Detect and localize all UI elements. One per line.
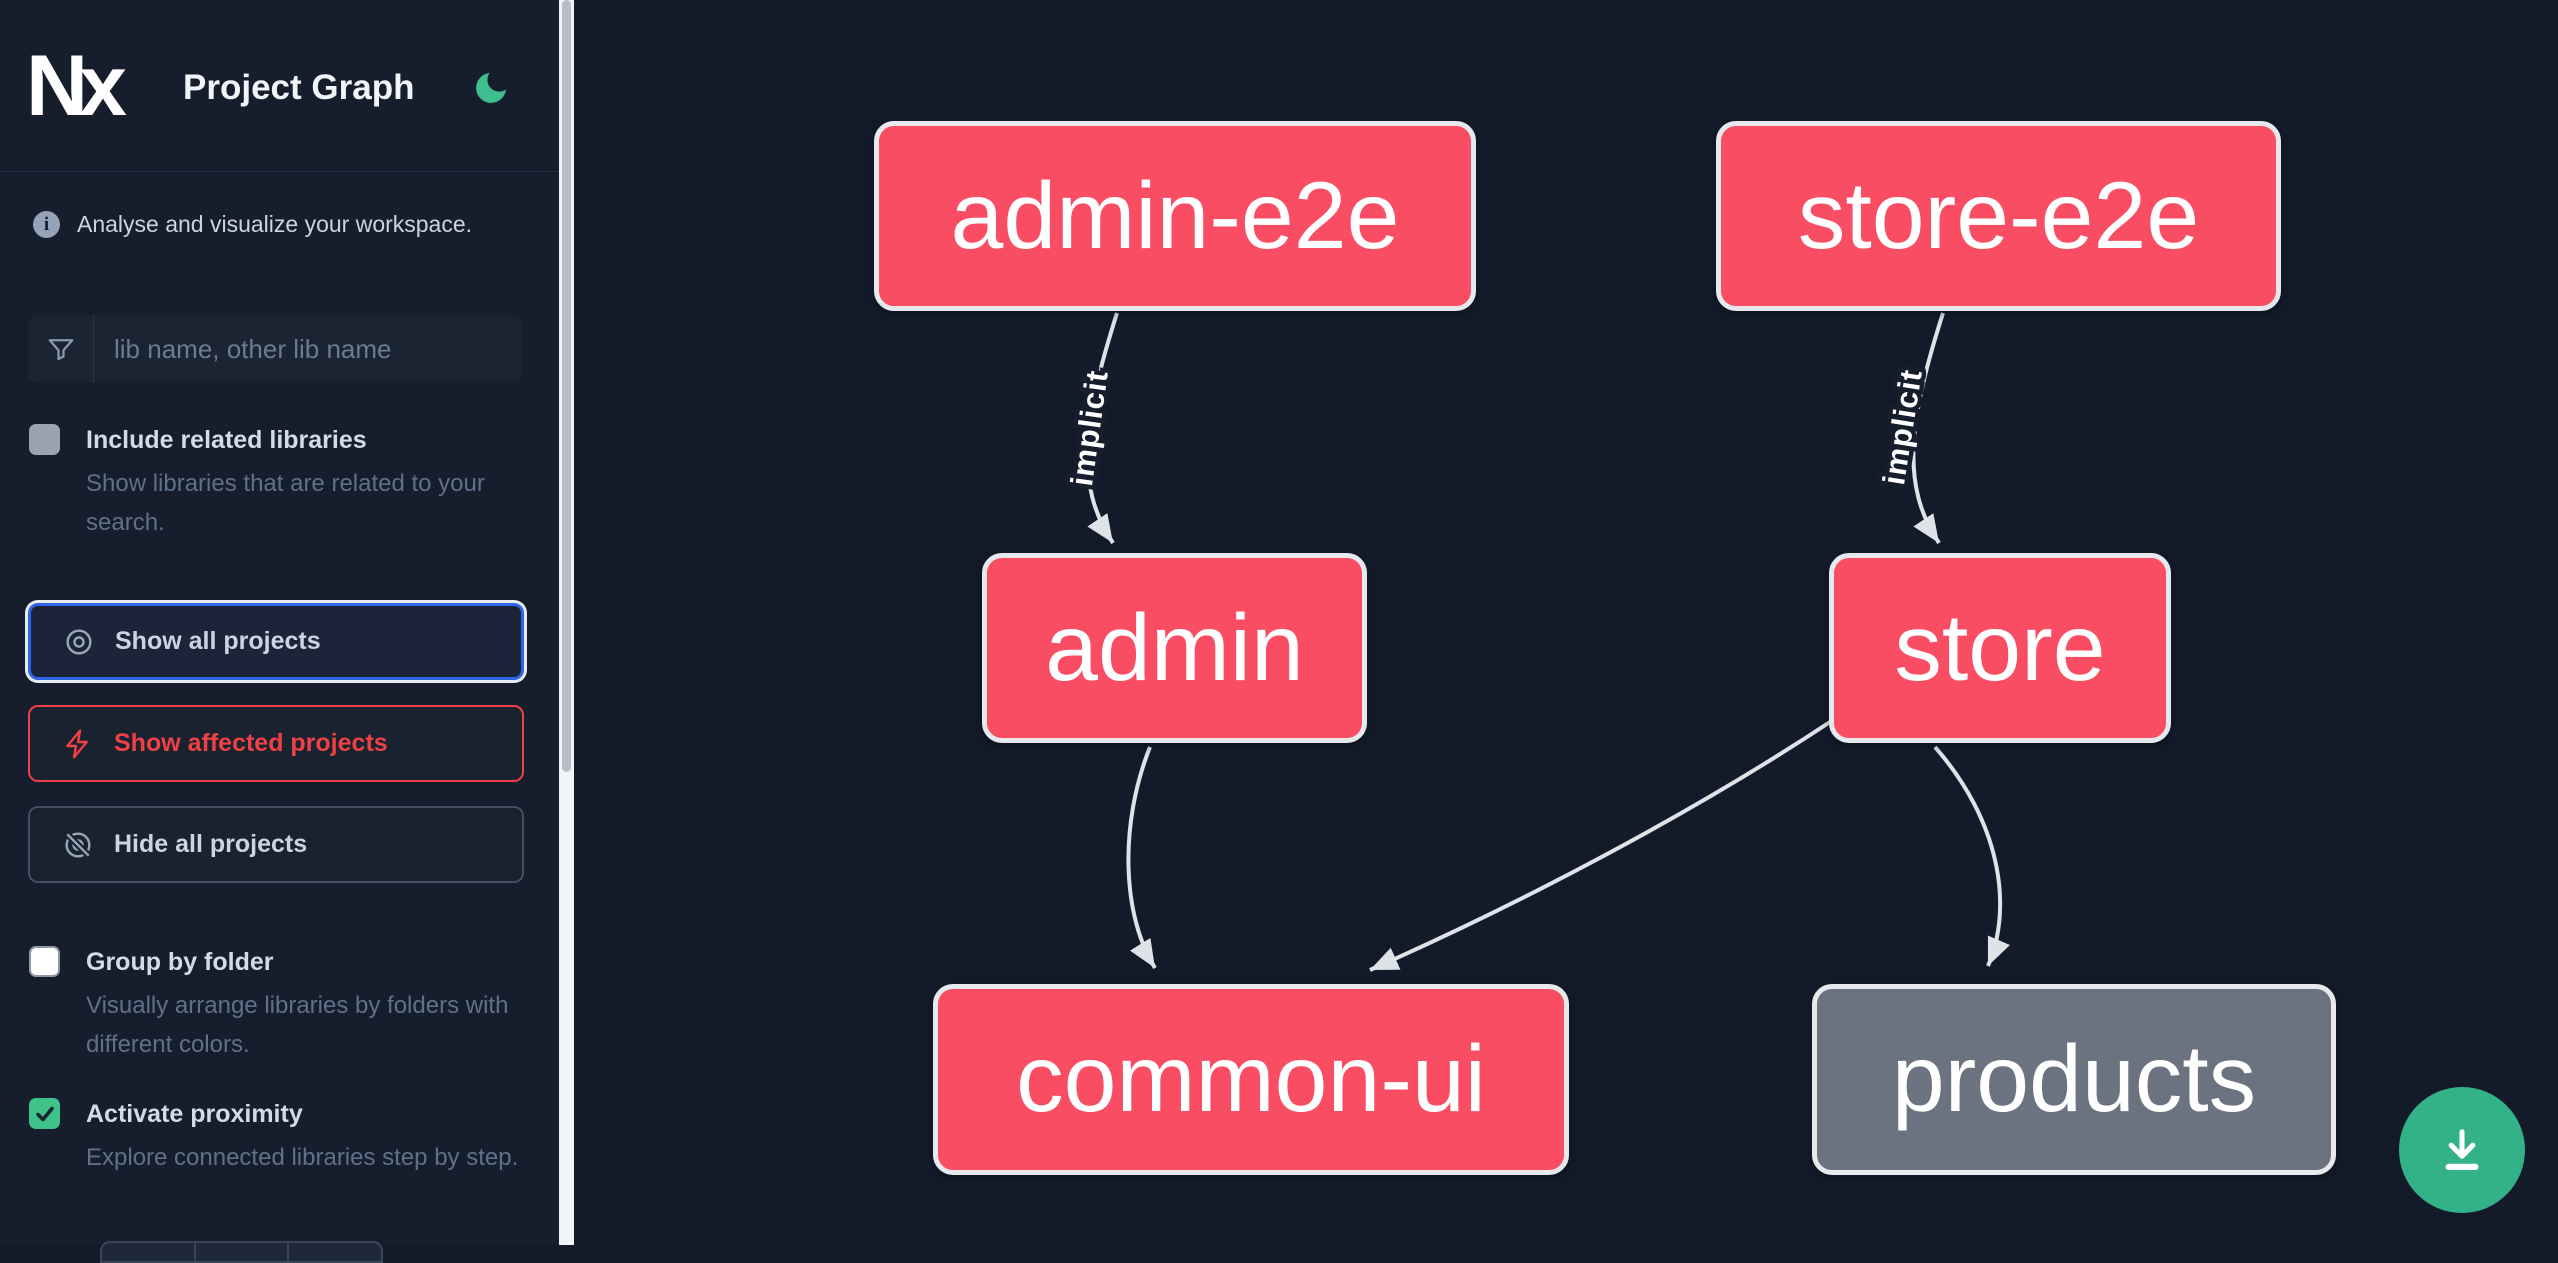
edge-store-e2e-to-store <box>1911 312 1945 545</box>
include-related-label: Include related libraries <box>86 426 367 454</box>
activate-proximity-row: Activate proximity Explore connected lib… <box>29 1098 529 1248</box>
stepper-decrement[interactable] <box>102 1243 196 1261</box>
show-affected-projects-label: Show affected projects <box>114 729 388 757</box>
group-by-folder-description: Visually arrange libraries by folders wi… <box>86 992 509 1058</box>
show-affected-projects-button[interactable]: Show affected projects <box>28 705 524 782</box>
sidebar-scrollbar-thumb[interactable] <box>562 0 571 772</box>
node-products-label: products <box>1891 1026 2257 1132</box>
download-icon <box>2445 1129 2479 1171</box>
show-all-projects-button[interactable]: Show all projects <box>28 603 524 680</box>
node-admin-e2e-label: admin-e2e <box>950 162 1400 269</box>
dependency-edges: implicit implicit <box>1060 312 2011 972</box>
info-icon: i <box>33 211 60 238</box>
group-by-folder-row: Group by folder Visually arrange librari… <box>29 946 529 1076</box>
sidebar: Nx Project Graph i Analyse and visualize… <box>0 0 559 1263</box>
group-by-folder-checkbox[interactable] <box>29 946 60 977</box>
stepper-increment[interactable] <box>289 1243 381 1261</box>
group-by-folder-label: Group by folder <box>86 948 274 976</box>
tagline-row: i Analyse and visualize your workspace. <box>33 211 472 238</box>
bolt-icon <box>66 728 88 759</box>
search-box <box>28 315 522 383</box>
download-image-button[interactable] <box>2399 1087 2525 1213</box>
sidebar-scrollbar[interactable] <box>559 0 574 1245</box>
node-store[interactable]: store <box>1829 553 2171 743</box>
edge-label-implicit-2: implicit <box>1876 367 1929 488</box>
page-title: Project Graph <box>183 68 415 107</box>
edge-label-implicit-1: implicit <box>1064 368 1115 488</box>
node-store-e2e[interactable]: store-e2e <box>1716 121 2281 311</box>
hide-all-projects-label: Hide all projects <box>114 830 308 858</box>
show-all-projects-label: Show all projects <box>115 627 321 655</box>
hide-all-projects-button[interactable]: Hide all projects <box>28 806 524 883</box>
node-common-ui-label: common-ui <box>1016 1026 1486 1132</box>
filter-icon <box>28 315 94 383</box>
edge-store-to-common-ui <box>1369 720 1832 972</box>
include-related-description: Show libraries that are related to your … <box>86 470 485 536</box>
edge-admin-to-common-ui <box>1126 746 1157 970</box>
edge-store-to-products <box>1933 745 2011 967</box>
include-related-row: Include related libraries Show libraries… <box>29 424 529 544</box>
node-products[interactable]: products <box>1812 984 2336 1175</box>
activate-proximity-description: Explore connected libraries step by step… <box>86 1144 519 1171</box>
graph-canvas[interactable]: implicit implicit admin-e2e store-e2e ad… <box>574 0 2558 1245</box>
node-store-label: store <box>1894 594 2106 701</box>
activate-proximity-label: Activate proximity <box>86 1100 303 1128</box>
node-admin-label: admin <box>1045 594 1304 701</box>
tagline-text: Analyse and visualize your workspace. <box>77 211 473 237</box>
node-admin[interactable]: admin <box>982 553 1367 743</box>
node-admin-e2e[interactable]: admin-e2e <box>874 121 1476 311</box>
include-related-checkbox[interactable] <box>29 424 60 455</box>
stepper-value <box>196 1243 290 1261</box>
nx-logo: Nx <box>26 38 127 134</box>
node-store-e2e-label: store-e2e <box>1797 162 2200 269</box>
eye-icon <box>66 628 92 655</box>
theme-toggle-moon-icon[interactable] <box>471 66 511 110</box>
proximity-stepper[interactable] <box>100 1241 383 1263</box>
edge-admin-e2e-to-admin <box>1085 312 1119 545</box>
check-icon <box>35 1106 54 1121</box>
node-common-ui[interactable]: common-ui <box>933 984 1569 1175</box>
activate-proximity-checkbox[interactable] <box>29 1098 60 1129</box>
header-divider <box>0 171 559 172</box>
moon-icon <box>476 73 506 103</box>
eye-off-icon <box>64 830 92 859</box>
search-input[interactable] <box>94 315 522 383</box>
